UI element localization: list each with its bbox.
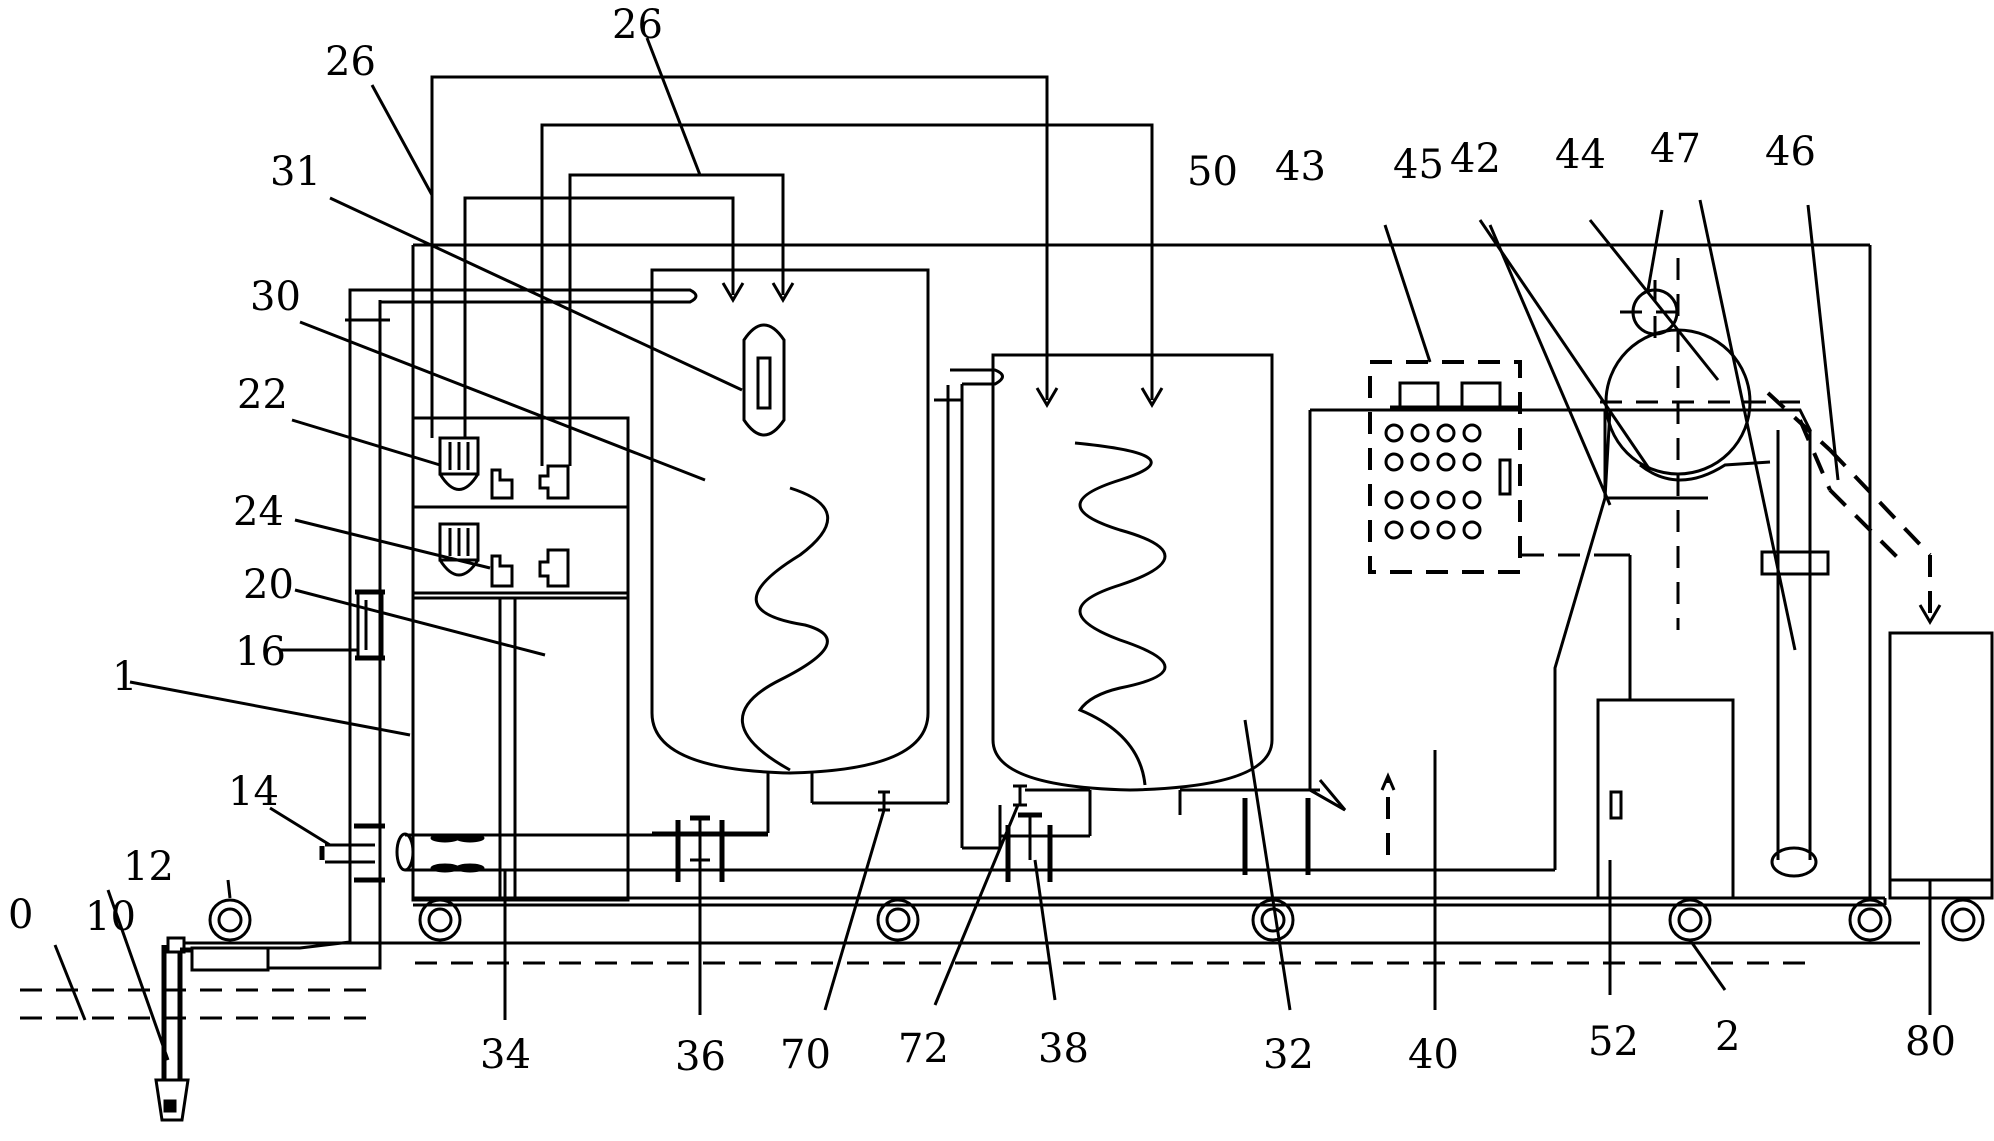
label-45: 45 [1393, 142, 1444, 188]
label-26-left: 26 [325, 39, 376, 85]
label-38: 38 [1038, 1026, 1089, 1072]
label-52: 52 [1588, 1019, 1639, 1065]
wheel [1848, 898, 1892, 942]
label-10: 10 [85, 894, 136, 940]
label-24: 24 [233, 489, 284, 535]
discharge-chute [1766, 391, 1942, 625]
water-surface [20, 988, 380, 1020]
label-72: 72 [898, 1026, 949, 1072]
label-32: 32 [1263, 1032, 1314, 1078]
drive-motor [1620, 280, 1690, 345]
inlet-pipe [268, 288, 698, 970]
label-2: 2 [1715, 1014, 1740, 1060]
wheel [876, 898, 920, 942]
sample-valve-2 [1013, 784, 1027, 807]
label-44: 44 [1555, 132, 1606, 178]
label-40: 40 [1408, 1032, 1459, 1078]
label-36: 36 [675, 1034, 726, 1080]
reaction-tank-1 [650, 268, 962, 835]
reference-labels: 0 10 12 14 1 16 20 24 22 30 31 26 26 34 … [8, 2, 1956, 1080]
label-22: 22 [237, 372, 288, 418]
inlet-valve [319, 823, 385, 883]
label-0: 0 [8, 892, 33, 938]
frame [411, 243, 1887, 907]
collection-bin [1888, 631, 1994, 900]
pipe-flanges [1242, 798, 1311, 875]
label-16: 16 [235, 629, 286, 675]
label-12: 12 [123, 844, 174, 890]
static-mixer [430, 833, 485, 873]
transfer-valve-1 [675, 815, 725, 882]
label-42: 42 [1450, 136, 1501, 182]
label-14: 14 [228, 769, 279, 815]
label-70: 70 [780, 1032, 831, 1078]
label-80: 80 [1905, 1019, 1956, 1065]
label-43: 43 [1275, 144, 1326, 190]
pump [180, 898, 270, 972]
dosing-pump-lower [438, 522, 570, 588]
sample-valve-1 [878, 790, 890, 812]
control-unit [1368, 360, 1522, 574]
flow-meter [355, 589, 385, 661]
indicator-grid [1384, 423, 1482, 540]
return-pipe [1760, 408, 1830, 878]
sludge-tank [1596, 698, 1735, 900]
reaction-tank-2 [950, 353, 1320, 850]
label-26-center: 26 [612, 2, 663, 48]
sedimentation-tank [1308, 408, 1800, 870]
label-47: 47 [1650, 126, 1701, 172]
label-20: 20 [243, 562, 294, 608]
label-46: 46 [1765, 129, 1816, 175]
label-50: 50 [1187, 149, 1238, 195]
main-transfer-pipe [395, 790, 1557, 872]
dosing-pump-upper [438, 436, 570, 500]
transfer-valve-2 [1005, 812, 1053, 882]
label-31: 31 [270, 149, 321, 195]
label-30: 30 [250, 274, 301, 320]
wheel [1941, 898, 1985, 942]
label-34: 34 [480, 1032, 531, 1078]
suction-pipe [154, 936, 190, 1122]
dosing-cabinet [411, 416, 630, 902]
label-1: 1 [112, 654, 137, 700]
leader-lines [53, 37, 1932, 1061]
